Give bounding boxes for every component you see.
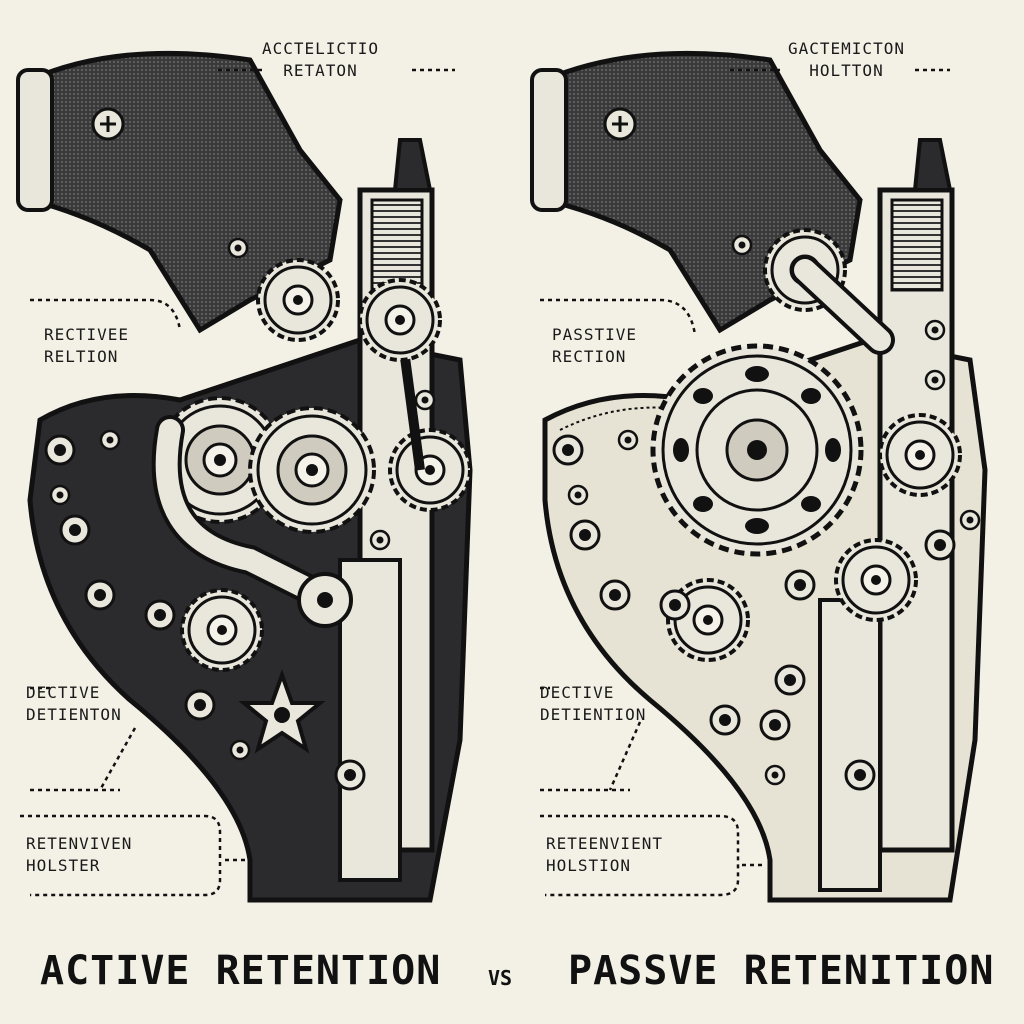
passive-callout-lower: DECTIVE DETIENTION bbox=[540, 683, 647, 724]
active-retention-caption: ACTIVE RETENTION bbox=[40, 948, 442, 994]
passive-holster-illustration bbox=[530, 50, 988, 903]
passive-callout-bottom: RETEENVIENT HOLSTION bbox=[546, 834, 663, 875]
passive-pistol-slide bbox=[877, 187, 955, 853]
active-callout-lower: DECTIVE DETIENTON bbox=[26, 683, 122, 724]
passive-callout-upper: PASSTIVE RECTION bbox=[552, 325, 638, 366]
passive-callout-top: GACTEMICTON HOLTTON bbox=[788, 39, 905, 80]
passive-retention-caption: PASSVE RETENITION bbox=[568, 948, 995, 994]
active-holster-illustration bbox=[16, 50, 473, 903]
active-callout-bottom: RETENVIVEN HOLSTER bbox=[26, 834, 133, 875]
active-callout-top: ACCTELICTIO RETATON bbox=[262, 39, 379, 80]
versus-separator: VS bbox=[488, 966, 513, 990]
active-callout-upper: RECTIVEE RELTION bbox=[44, 325, 130, 366]
callout-leader-lines bbox=[20, 68, 950, 897]
